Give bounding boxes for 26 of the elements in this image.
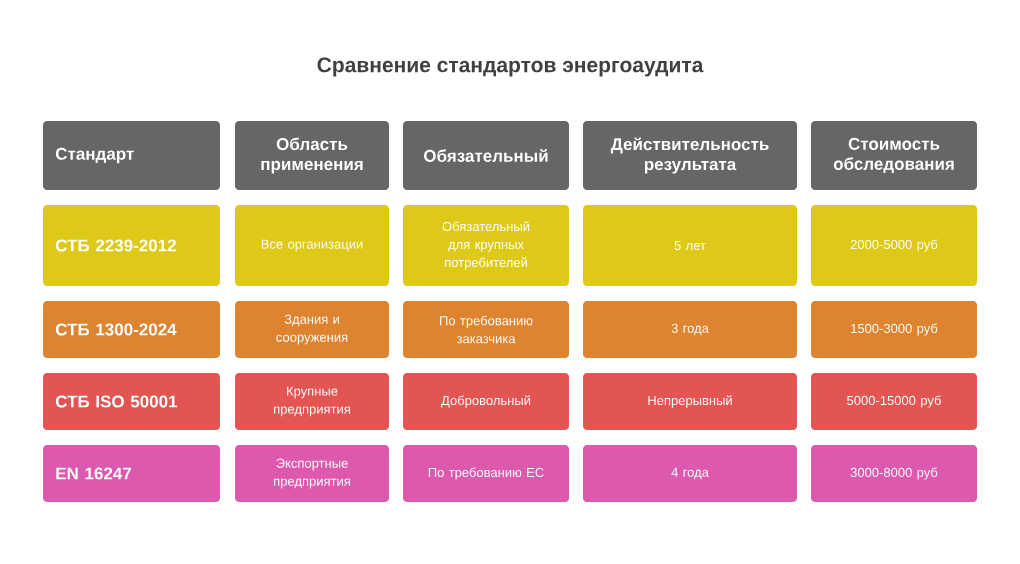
header-cell: Стандарт xyxy=(43,121,220,190)
table-cell: СТБ ISO 50001 xyxy=(43,373,220,430)
table-cell: По требованию заказчика xyxy=(403,301,569,358)
table-cell: EN 16247 xyxy=(43,445,220,502)
table-cell: Крупные предприятия xyxy=(235,373,389,430)
table-cell: СТБ 1300-2024 xyxy=(43,301,220,358)
header-cell: Стоимость обследования xyxy=(811,121,977,190)
table-cell: По требованию ЕС xyxy=(403,445,569,502)
table-cell: Добровольный xyxy=(403,373,569,430)
table-cell: 5000-15000 руб xyxy=(811,373,977,430)
table-cell: 2000-5000 руб xyxy=(811,205,977,286)
table-cell: Все организации xyxy=(235,205,389,286)
table-cell: Здания и сооружения xyxy=(235,301,389,358)
table-cell: 3000-8000 руб xyxy=(811,445,977,502)
table-cell: Экспортные предприятия xyxy=(235,445,389,502)
title: Сравнение стандартов энергоаудита xyxy=(317,57,704,77)
table-cell: 1500-3000 руб xyxy=(811,301,977,358)
header-cell: Действительность результата xyxy=(583,121,797,190)
table-cell: СТБ 2239-2012 xyxy=(43,205,220,286)
table-cell: Обязательный для крупных потребителей xyxy=(403,205,569,286)
table-cell: 5 лет xyxy=(583,205,797,286)
table-cell: Непрерывный xyxy=(583,373,797,430)
header-cell: Область применения xyxy=(235,121,389,190)
table-cell: 3 года xyxy=(583,301,797,358)
table-cell: 4 года xyxy=(583,445,797,502)
header-cell: Обязательный xyxy=(403,121,569,190)
